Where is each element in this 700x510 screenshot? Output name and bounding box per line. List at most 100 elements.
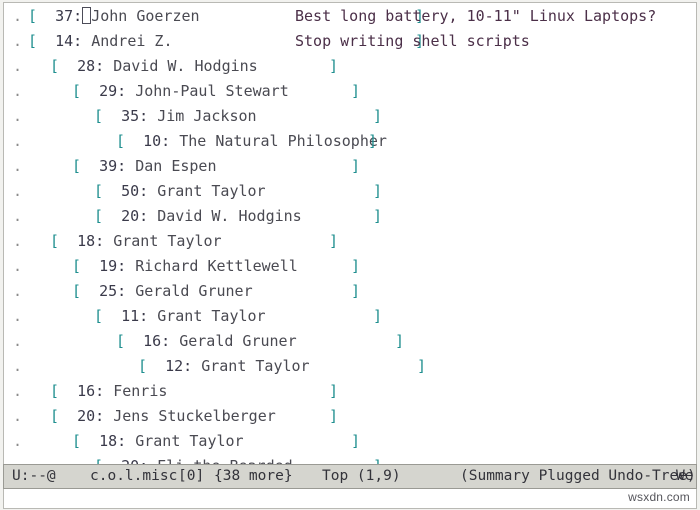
author-gap: [126, 82, 135, 100]
author-name: Fenris: [113, 382, 168, 400]
article-number: 19: [99, 257, 118, 275]
mode-line-minor-modes: (Summary Plugged Undo-Tree): [460, 468, 696, 484]
mode-line-group-name[interactable]: c.o.l.misc: [90, 468, 178, 484]
summary-line[interactable]: . [ 10: The Natural Philosopher]: [4, 129, 696, 154]
open-bracket: [: [72, 432, 82, 450]
article-number: 10: [143, 132, 162, 150]
author-gap: [148, 207, 157, 225]
summary-line[interactable]: .[ 18: Grant Taylor]: [4, 429, 696, 454]
author-gap: [148, 457, 157, 464]
summary-line[interactable]: .[ 28: David W. Hodgins]: [4, 54, 696, 79]
number-padding: [125, 132, 143, 150]
summary-line-mark: .: [13, 132, 23, 150]
author-name: Grant Taylor: [135, 432, 244, 450]
author-name: Grant Taylor: [157, 182, 266, 200]
summary-thread-entry: [ 29: John-Paul Stewart]: [72, 79, 360, 104]
summary-line[interactable]: .[ 14: Andrei Z.]Stop writing shell scri…: [4, 29, 696, 54]
article-number: 20: [77, 407, 96, 425]
summary-line-mark: .: [13, 382, 23, 400]
close-bracket: ]: [351, 432, 361, 450]
summary-line-mark: .: [13, 82, 23, 100]
summary-thread-entry: [ 20: David W. Hodgins]: [94, 204, 382, 229]
open-bracket: [: [72, 82, 82, 100]
author-name: Jens Stuckelberger: [113, 407, 276, 425]
article-number: 25: [99, 282, 118, 300]
author-gap: [148, 107, 157, 125]
author-gap: [148, 307, 157, 325]
watermark: wsxdn.com: [628, 490, 690, 504]
number-colon: :: [117, 282, 127, 300]
summary-line[interactable]: .[ 16: Fenris]: [4, 379, 696, 404]
number-colon: :: [139, 457, 148, 464]
number-colon: :: [161, 332, 171, 350]
summary-thread-entry: [ 10: The Natural Philosopher]: [116, 129, 387, 154]
summary-line[interactable]: .[ 16: Gerald Gruner]: [4, 329, 696, 354]
open-bracket: [: [28, 32, 38, 50]
author-gap: [126, 157, 135, 175]
article-number: 20: [121, 457, 139, 464]
summary-line[interactable]: . [ 25: Gerald Gruner]: [4, 279, 696, 304]
close-bracket: ]: [395, 332, 405, 350]
close-bracket: ]: [329, 407, 339, 425]
number-padding: [103, 207, 121, 225]
summary-line-mark: .: [13, 282, 23, 300]
open-bracket: [: [72, 282, 82, 300]
close-bracket: ]: [329, 382, 339, 400]
number-padding: [37, 32, 55, 50]
gnus-summary-buffer[interactable]: .[ 37:John Goerzen]Best long battery, 10…: [3, 2, 697, 464]
author-name: Eli the Bearded: [157, 457, 292, 464]
number-colon: :: [73, 7, 83, 25]
author-gap: [170, 332, 179, 350]
open-bracket: [: [50, 382, 60, 400]
summary-line[interactable]: .[ 37:John Goerzen]Best long battery, 10…: [4, 4, 696, 29]
summary-thread-entry: [ 16: Gerald Gruner]: [116, 329, 404, 354]
open-bracket: [: [94, 307, 104, 325]
summary-line[interactable]: . [ 29: John-Paul Stewart]: [4, 79, 696, 104]
open-bracket: [: [94, 182, 104, 200]
summary-thread-entry: [ 25: Gerald Gruner]: [72, 279, 360, 304]
close-bracket: ]: [373, 107, 383, 125]
summary-thread-entry: [ 18: Grant Taylor]: [50, 229, 338, 254]
summary-line[interactable]: .[ 20: Eli the Bearded]: [4, 454, 696, 464]
close-bracket: ]: [351, 82, 361, 100]
close-bracket: ]: [329, 57, 339, 75]
author-gap: [192, 357, 201, 375]
mode-line[interactable]: U:--@ c.o.l.misc [0] {38 more} Top (1,9)…: [3, 464, 697, 489]
summary-line[interactable]: .[ 19: Richard Kettlewell]: [4, 254, 696, 279]
number-padding: [103, 307, 121, 325]
summary-line[interactable]: .[ 20: David W. Hodgins]: [4, 204, 696, 229]
summary-line-mark: .: [13, 107, 23, 125]
summary-line-mark: .: [13, 307, 23, 325]
number-colon: :: [183, 357, 193, 375]
summary-thread-entry: [ 12: Grant Taylor]: [138, 354, 426, 379]
number-colon: :: [73, 32, 83, 50]
open-bracket: [: [116, 132, 126, 150]
summary-line[interactable]: .[ 12: Grant Taylor]: [4, 354, 696, 379]
author-name: Andrei Z.: [91, 32, 173, 50]
summary-line-mark: .: [13, 257, 23, 275]
summary-line[interactable]: .[ 11: Grant Taylor]: [4, 304, 696, 329]
summary-line[interactable]: .[ 50: Grant Taylor]: [4, 179, 696, 204]
mode-line-unread-count: [0]: [178, 468, 205, 484]
number-padding: [59, 57, 77, 75]
summary-line-mark: .: [13, 407, 23, 425]
summary-thread-entry: [ 50: Grant Taylor]: [94, 179, 382, 204]
summary-line[interactable]: .[ 35: Jim Jackson]: [4, 104, 696, 129]
author-name: John Goerzen: [91, 7, 200, 25]
summary-thread-entry: [ 18: Grant Taylor]: [72, 429, 360, 454]
author-name: The Natural Philosopher: [179, 132, 387, 150]
article-number: 18: [77, 232, 96, 250]
summary-thread-entry: [ 37:John Goerzen]: [28, 4, 424, 29]
article-number: 39: [99, 157, 118, 175]
number-colon: :: [117, 157, 127, 175]
summary-line[interactable]: .[ 18: Grant Taylor]: [4, 229, 696, 254]
summary-line[interactable]: .[ 20: Jens Stuckelberger]: [4, 404, 696, 429]
summary-line-mark: .: [13, 57, 23, 75]
number-padding: [59, 232, 77, 250]
summary-line-mark: .: [13, 7, 23, 25]
article-number: 14: [55, 32, 74, 50]
summary-line[interactable]: .[ 39: Dan Espen]: [4, 154, 696, 179]
article-number: 12: [165, 357, 184, 375]
author-gap: [104, 57, 113, 75]
